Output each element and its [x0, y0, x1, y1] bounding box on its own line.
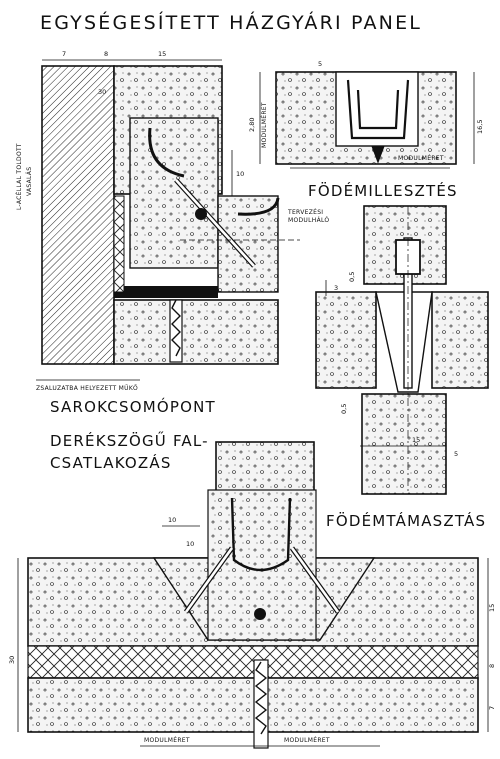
angle-reinforcement-note-1: L-ACÉLLAL TOLDOTT [15, 143, 23, 210]
support-slab-left [315, 291, 377, 389]
corner-insulation-vertical [113, 195, 125, 293]
junction-pin [254, 608, 266, 620]
junction-loop [230, 497, 292, 572]
corner-dim-15: 15 [158, 50, 166, 58]
support-dim-15-label: 15 [412, 436, 420, 444]
corner-joint-key [169, 299, 183, 363]
right-angle-caption-1: DERÉKSZÖGŰ FAL- [50, 430, 209, 450]
junction-dim-15: 15 [488, 604, 496, 612]
junction-dim-30: 30 [8, 656, 16, 664]
junction-rebar-left-inner [184, 547, 234, 613]
corner-dim-10-label: 10 [236, 170, 244, 178]
junction-dim-10b: 10 [186, 540, 194, 548]
corner-lower-panel [113, 299, 279, 365]
corner-node-drawing [36, 59, 300, 381]
corner-hook [148, 127, 280, 216]
floor-support-caption: FÖDÉMTÁMASZTÁS [326, 511, 486, 530]
corner-outer-wall [41, 65, 115, 365]
support-dim-05-label: 0,5 [348, 272, 356, 282]
wall-junction-drawing [17, 441, 489, 749]
support-lower-wall [361, 393, 447, 495]
corner-dim-8: 8 [104, 50, 108, 58]
junction-dim-7: 7 [488, 706, 496, 710]
support-slab-right [431, 291, 489, 389]
junction-joint-zigzag [254, 661, 268, 735]
design-grid-note-2: MODULHÁLÓ [288, 217, 329, 224]
junction-joint-key [253, 659, 269, 749]
support-dim-05b-label: 0,5 [340, 404, 348, 414]
drawing-title: EGYSÉGESÍTETT HÁZGYÁRI PANEL [40, 11, 422, 34]
angle-reinforcement-note-2: VASALÁS [26, 167, 33, 196]
corner-node-caption: SAROKCSOMÓPONT [50, 397, 216, 416]
right-angle-caption-2: CSATLAKOZÁS [50, 453, 172, 472]
floor-joint-dim-165: 16,5 [476, 120, 484, 134]
junction-dim-10a: 10 [168, 516, 176, 524]
floor-joint-dim-280: 2,80 [248, 118, 256, 132]
junction-rebar-right-inner [290, 547, 340, 613]
corner-pocket [129, 117, 219, 269]
corner-pin [195, 208, 207, 220]
floor-joint-dim-5: 5 [318, 60, 322, 68]
floor-support-drawing [315, 205, 489, 495]
corner-insulation-strip [114, 286, 218, 298]
junction-module-note-right: MODULMÉRET [284, 736, 330, 744]
corner-rebar-2 [175, 179, 255, 267]
junction-module-note-left: MODULMÉRET [144, 736, 190, 744]
floor-joint-notch [371, 145, 385, 164]
junction-lower-slab [27, 677, 479, 733]
corner-dim-30: 30 [98, 88, 106, 96]
junction-insulation-band [27, 645, 479, 679]
support-dim-3-label: 3 [334, 284, 338, 292]
support-dim-5-label: 5 [454, 450, 458, 458]
junction-dim-8: 8 [488, 664, 496, 668]
design-grid-note-1: TERVEZÉSI [287, 208, 323, 216]
formwork-note: ZSALUZATBA HELYEZETT MŰKŐ [36, 385, 138, 392]
corner-dim-7: 7 [62, 50, 66, 58]
floor-joint-caption: FÖDÉMILLESZTÉS [308, 181, 458, 200]
floor-joint-loop [346, 79, 410, 140]
floor-joint-module-note: MODULMÉRET [260, 102, 268, 148]
floor-joint-drawing [259, 71, 475, 169]
corner-joint-zigzag [171, 299, 181, 357]
floor-joint-module-note-2: MODULMÉRET [398, 154, 444, 162]
